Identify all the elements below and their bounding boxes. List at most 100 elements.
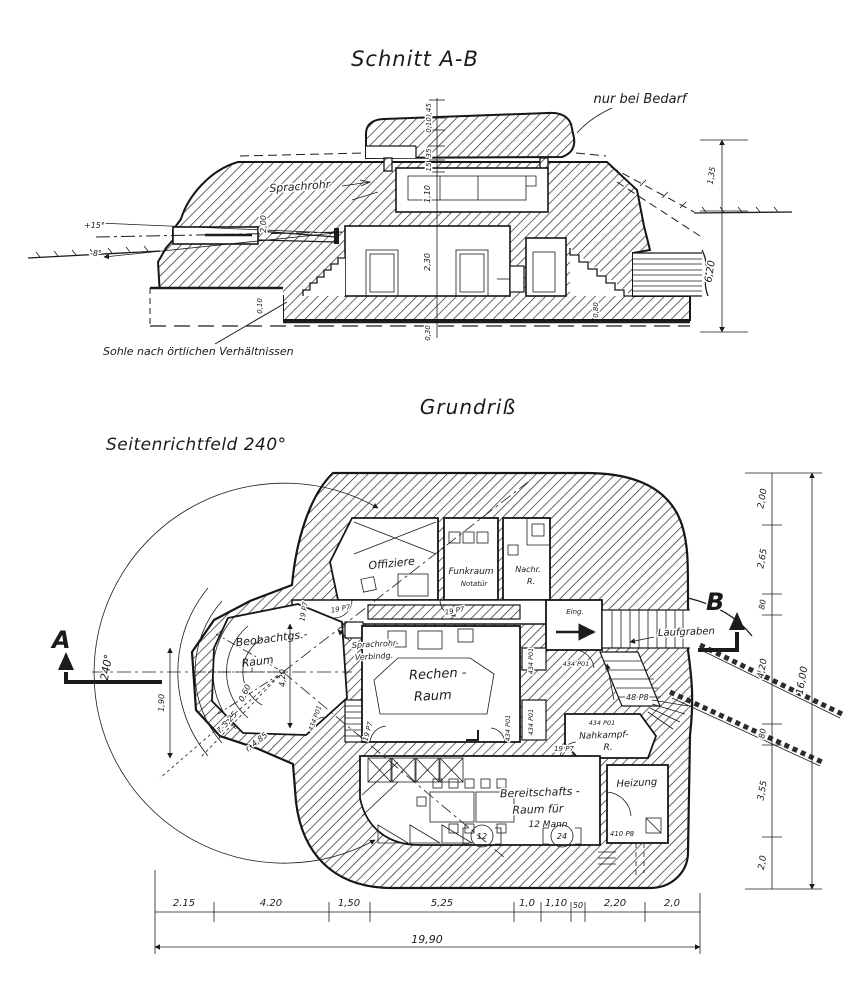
plan-stair-shaft: [601, 609, 690, 649]
arc-gap-dim: 1,90: [157, 694, 167, 712]
rdim-0: 2,00: [756, 488, 769, 510]
room-beobachtung: Beobachtgs.- Raum 4,20: [208, 603, 348, 736]
section-foundation: [149, 286, 690, 327]
cupola-neck-left: [383, 157, 393, 172]
section-exterior-stair: [633, 249, 709, 297]
section-view: +15° -8° 0,45 0,10 35 15 1,10 2,30 0,30 …: [27, 46, 793, 360]
section-stairs-interior: [569, 248, 632, 297]
section-cupola: [365, 111, 576, 160]
rdim-4: 80: [757, 728, 768, 740]
fan-12-label: 12: [477, 832, 487, 841]
laufgraben: Laufgraben: [629, 597, 844, 767]
svg-text:Sprachrohr: Sprachrohr: [269, 178, 332, 195]
marker-b-label: B: [706, 588, 724, 616]
rdim-5: 3,55: [756, 780, 769, 802]
room-funkraum: Funkraum Notatür: [443, 517, 499, 601]
dim-200: 2,00: [259, 215, 268, 233]
bereitschaft-label-1: Bereitschafts -: [500, 785, 580, 801]
bdim-total: 19,90: [411, 933, 443, 946]
room-offiziere: Offiziere: [329, 517, 439, 601]
eingang-label: Eing.: [566, 608, 583, 616]
room-nachrichten: Nachr. R.: [502, 517, 551, 601]
section-stairs-left: [300, 252, 346, 296]
section-periscope-room: [395, 167, 549, 213]
entrance-niches: 434 P01 434 P01: [521, 646, 547, 741]
dim-135: 1,35: [706, 166, 718, 185]
dim-010: 0,10: [425, 117, 433, 133]
plan-subtitle: Seitenrichtfeld 240°: [106, 435, 287, 455]
door-label-nahkampf: 434 P01: [589, 719, 616, 727]
dim-045: 0,45: [425, 103, 433, 119]
room-bereitschaft: Bereitschafts - Raum für 12 Mann 12 24: [359, 741, 601, 848]
nachr-label-2: R.: [527, 577, 535, 586]
door-label-niche-2: 434 P01: [527, 709, 535, 736]
beobachtung-dim: 4,20: [278, 669, 287, 687]
beobachtung-label-2: Raum: [241, 653, 274, 670]
plan-title: Grundriß: [420, 395, 516, 419]
marker-a: A: [49, 625, 162, 684]
rechen-label-1: Rechen -: [409, 665, 467, 683]
bdim-7: 2,20: [604, 898, 626, 909]
angle-up-label: +15°: [84, 221, 105, 230]
dim-110: 1,10: [423, 185, 432, 203]
funkraum-sublabel: Notatür: [461, 580, 489, 588]
bdim-1: 4.20: [260, 898, 282, 909]
dim-080: 0,80: [592, 302, 600, 318]
fan-12: 12: [462, 824, 502, 848]
section-right-room: [497, 237, 567, 297]
bdim-0: 2.15: [173, 898, 195, 909]
marker-a-label: A: [50, 626, 71, 654]
plan-ladder: [344, 621, 366, 743]
bdim-5: 1,10: [545, 898, 567, 909]
angle-down-label: -8°: [90, 249, 102, 258]
rdim-1: 2,65: [756, 548, 769, 570]
nahkampf-label-1: Nahkampf-: [579, 730, 629, 742]
rechen-label-2: Raum: [413, 688, 452, 705]
bereitschaft-label-3: 12 Mann: [528, 820, 567, 830]
laufgraben-label: Laufgraben: [658, 626, 715, 639]
door-label-410p8: 410 P8: [610, 830, 635, 838]
bdim-4: 1,0: [519, 898, 535, 909]
door-label-eingang: 434 P01: [563, 660, 590, 668]
room-eingang: Eing. 434 P01: [545, 599, 603, 670]
bdim-8: 2,0: [664, 898, 680, 909]
section-dim-chain: 0,45 0,10 35 15 1,10 2,30 0,30 2,00 0,10…: [255, 98, 602, 342]
room-heizung: Heizung 410 P8: [598, 764, 669, 875]
nur-bei-bedarf: nur bei Bedarf: [576, 91, 690, 134]
plan-se-steps: 48 P8: [625, 692, 689, 730]
door-label-niche: 434 P01: [527, 648, 535, 675]
dim-010b: 0,10: [256, 298, 264, 314]
bunks: [361, 757, 474, 844]
dim-15: 15: [425, 162, 433, 171]
room-rechen: Rechen - Raum: [361, 625, 521, 743]
dim-620: 6,20: [703, 260, 718, 284]
cupola-underside-notch: [366, 146, 416, 158]
section-right-dims: 1,35 6,20: [700, 139, 748, 333]
section-title: Schnitt A-B: [351, 47, 479, 71]
plan-view: Grundriß Seitenrichtfeld 240° Offiziere …: [49, 394, 844, 954]
rdim-2: 80: [757, 599, 768, 611]
dim-030: 0,30: [424, 325, 432, 341]
nachr-label-1: Nachr.: [515, 565, 540, 574]
angle-240-label: 240°: [98, 653, 115, 681]
nahkampf-label-2: R.: [603, 743, 612, 753]
rdim-6: 2,0: [757, 854, 769, 870]
fan-24-label: 24: [557, 832, 567, 841]
heizung-label: Heizung: [616, 777, 657, 790]
section-main-room: [344, 225, 511, 297]
sohle-label: Sohle nach örtlichen Verhältnissen: [102, 301, 295, 360]
tables-chairs: [416, 778, 515, 834]
bdim-2: 1,50: [338, 898, 360, 909]
door-19p7-5: 19 P7: [554, 745, 574, 753]
dim-35: 35: [425, 148, 433, 157]
section-angle-fan: +15° -8°: [83, 220, 345, 260]
right-dim-chain: 2,00 2,65 80 4,20 80 3,55 2,0 16,00: [745, 472, 822, 890]
rdim-total: 16,00: [795, 666, 811, 696]
bdim-3: 5,25: [431, 898, 453, 909]
door-434p01-rechen: 434 P01: [504, 715, 512, 742]
plan-diagonal-stairs: [599, 651, 661, 707]
svg-text:nur bei Bedarf: nur bei Bedarf: [593, 92, 688, 107]
bottom-dim-chain: 2.15 4.20 1,50 5,25 1,0 1,10 50 2,20 2,0…: [154, 870, 701, 954]
